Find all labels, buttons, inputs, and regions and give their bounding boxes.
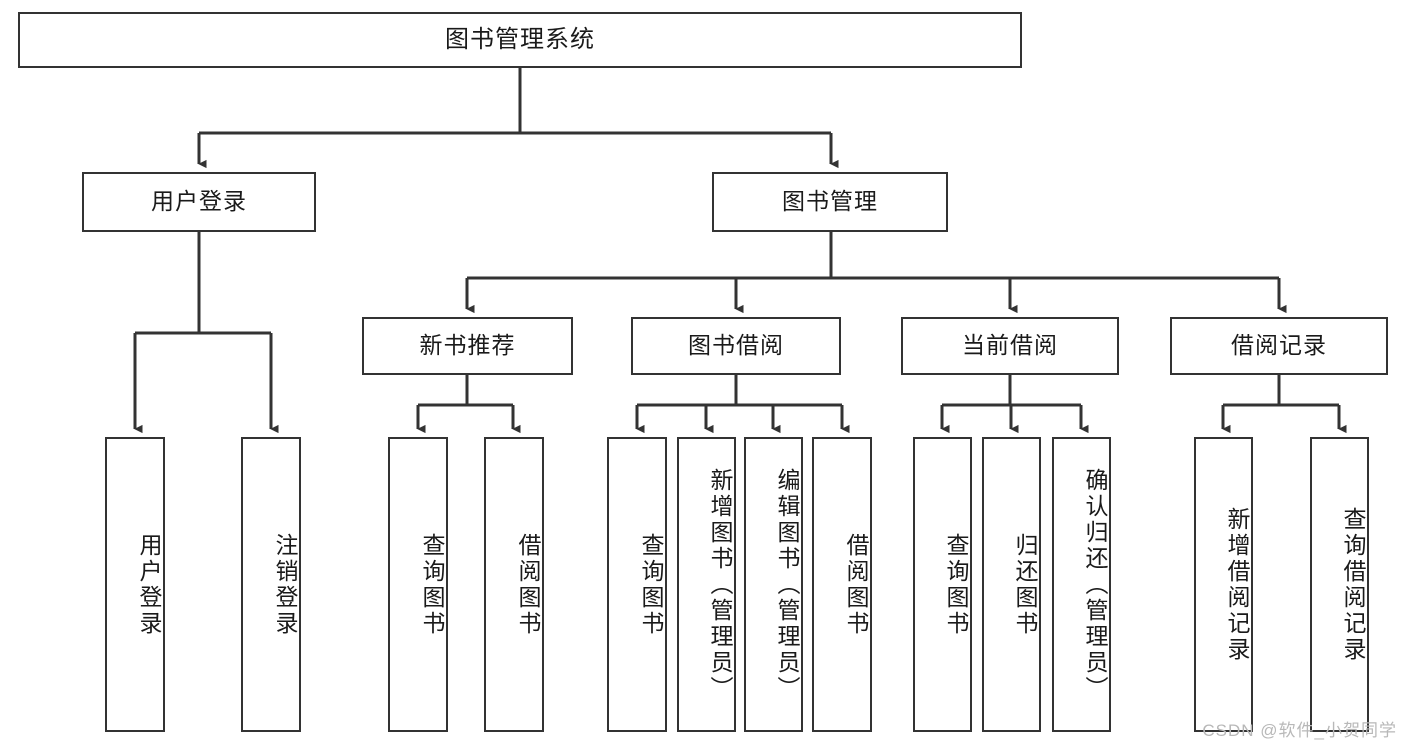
leaf-query-book-2[interactable]: 查询图书 (607, 437, 667, 732)
leaf-return-book[interactable]: 归还图书 (982, 437, 1041, 732)
leaf-borrow-book-1[interactable]: 借阅图书 (484, 437, 544, 732)
watermark: CSDN @软件_小贺同学 (1202, 721, 1397, 740)
node-current-borrow-label: 当前借阅 (962, 332, 1058, 359)
leaf-query-record[interactable]: 查询借阅记录 (1310, 437, 1369, 732)
node-current-borrow[interactable]: 当前借阅 (901, 317, 1119, 375)
node-borrow-record-label: 借阅记录 (1231, 332, 1327, 359)
node-book-manage[interactable]: 图书管理 (712, 172, 948, 232)
node-new-book-recommend-label: 新书推荐 (419, 332, 516, 359)
node-root-label: 图书管理系统 (445, 25, 595, 53)
leaf-query-book-3[interactable]: 查询图书 (913, 437, 972, 732)
node-borrow-record[interactable]: 借阅记录 (1170, 317, 1388, 375)
leaf-borrow-book-2[interactable]: 借阅图书 (812, 437, 872, 732)
node-new-book-recommend[interactable]: 新书推荐 (362, 317, 573, 375)
leaf-confirm-return[interactable]: 确认归还（管理员） (1052, 437, 1111, 732)
leaf-edit-book[interactable]: 编辑图书（管理员） (744, 437, 803, 732)
node-user-login-label: 用户登录 (151, 188, 247, 215)
node-book-borrow[interactable]: 图书借阅 (631, 317, 841, 375)
node-user-login[interactable]: 用户登录 (82, 172, 316, 232)
node-root[interactable]: 图书管理系统 (18, 12, 1022, 68)
leaf-query-book-1[interactable]: 查询图书 (388, 437, 448, 732)
node-book-manage-label: 图书管理 (782, 188, 878, 215)
node-book-borrow-label: 图书借阅 (688, 332, 784, 359)
leaf-logout-login[interactable]: 注销登录 (241, 437, 301, 732)
leaf-add-book[interactable]: 新增图书（管理员） (677, 437, 736, 732)
leaf-add-record[interactable]: 新增借阅记录 (1194, 437, 1253, 732)
leaf-user-login[interactable]: 用户登录 (105, 437, 165, 732)
